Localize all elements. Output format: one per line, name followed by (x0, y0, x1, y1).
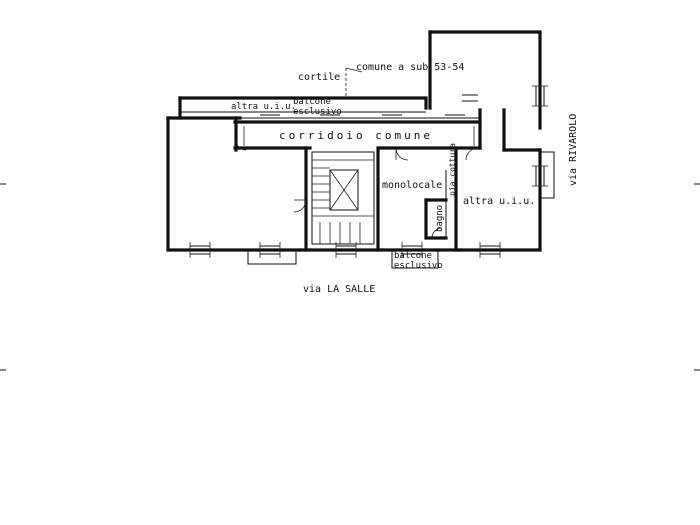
page-margin-ticks (0, 183, 700, 371)
label-monolocale: monolocale (382, 180, 442, 191)
label-altra-uiu-left: altra u.i.u. (231, 102, 296, 112)
label-via-la-salle: via LA SALLE (303, 284, 375, 295)
staircase (311, 151, 375, 245)
corridor-walls (233, 108, 482, 150)
label-esclusivo-bottom: esclusivo (394, 261, 443, 271)
door-swings (235, 139, 479, 239)
bathroom-walls (424, 170, 448, 240)
label-balcone-bottom: balcone (394, 251, 432, 261)
label-esclusivo-top: esclusivo (293, 107, 342, 117)
interior-walls (234, 108, 542, 252)
balcony-bottom-center (391, 249, 439, 269)
label-comune-sub: comune a sub 53-54 (356, 62, 464, 73)
label-cortile: cortile (298, 72, 340, 83)
window-symbols (189, 85, 548, 258)
label-pia-cottura: pia cottura (448, 143, 457, 196)
label-altra-uiu-right: altra u.i.u. (463, 196, 535, 207)
balcony-right (539, 151, 555, 199)
label-bagno: bagno (435, 205, 445, 232)
label-balcone-top: balcone (293, 97, 331, 107)
label-via-rivarolo: via RIVAROLO (568, 114, 579, 186)
balcony-bottom-left (247, 249, 297, 265)
label-corridoio-comune: corridoio comune (279, 129, 433, 142)
courtyard-strip (180, 67, 480, 119)
